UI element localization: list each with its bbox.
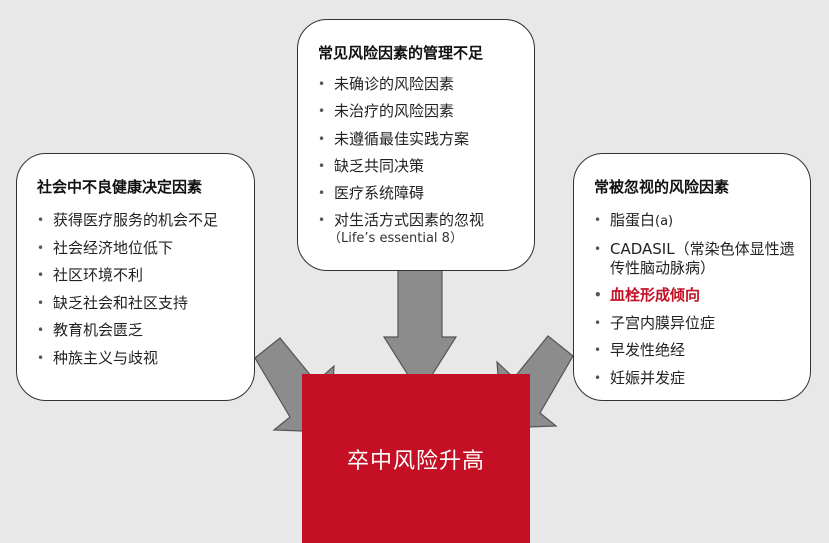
list-item: 妊娠并发症 <box>594 369 802 388</box>
list-item: 早发性绝经 <box>594 341 802 360</box>
list-item: 脂蛋白(a) <box>594 211 802 231</box>
list-item: CADASIL（常染色体显性遗传性脑动脉病） <box>594 240 802 278</box>
list-item: 未治疗的风险因素 <box>318 102 524 121</box>
risk-management-card: 常见风险因素的管理不足 未确诊的风险因素 未治疗的风险因素 未遵循最佳实践方案 … <box>297 19 535 271</box>
center-outcome-label: 卒中风险升高 <box>346 448 485 474</box>
risk-management-list: 未确诊的风险因素 未治疗的风险因素 未遵循最佳实践方案 缺乏共同决策 医疗系统障… <box>318 75 524 247</box>
list-item: 缺乏共同决策 <box>318 157 524 176</box>
list-item: 对生活方式因素的忽视 （Life’s essential 8） <box>318 211 524 247</box>
arrow-top-to-center <box>382 267 458 396</box>
social-determinants-title: 社会中不良健康决定因素 <box>37 178 203 196</box>
list-item-text: 对生活方式因素的忽视 <box>334 211 485 230</box>
list-item: 社区环境不利 <box>37 266 240 285</box>
social-determinants-card: 社会中不良健康决定因素 获得医疗服务的机会不足 社会经济地位低下 社区环境不利 … <box>16 153 255 401</box>
list-item: 未遵循最佳实践方案 <box>318 130 524 149</box>
overlooked-factors-card: 常被忽视的风险因素 脂蛋白(a) CADASIL（常染色体显性遗传性脑动脉病） … <box>573 153 811 401</box>
overlooked-factors-title: 常被忽视的风险因素 <box>594 178 730 196</box>
risk-management-title: 常见风险因素的管理不足 <box>318 44 484 62</box>
list-item: 子宫内膜异位症 <box>594 314 802 333</box>
list-item-highlighted: 血栓形成倾向 <box>594 286 802 305</box>
list-item: 获得医疗服务的机会不足 <box>37 211 240 230</box>
center-outcome-box: 卒中风险升高 <box>302 374 530 543</box>
list-item: 医疗系统障碍 <box>318 184 524 203</box>
social-determinants-list: 获得医疗服务的机会不足 社会经济地位低下 社区环境不利 缺乏社会和社区支持 教育… <box>37 211 240 368</box>
overlooked-factors-list: 脂蛋白(a) CADASIL（常染色体显性遗传性脑动脉病） 血栓形成倾向 子宫内… <box>594 211 802 388</box>
list-item: 种族主义与歧视 <box>37 349 240 368</box>
list-item: 未确诊的风险因素 <box>318 75 524 94</box>
list-item-text: 脂蛋白 <box>610 211 656 229</box>
list-item-note: （Life’s essential 8） <box>328 231 463 247</box>
list-item: 教育机会匮乏 <box>37 321 240 340</box>
list-item: 缺乏社会和社区支持 <box>37 294 240 313</box>
list-item-suffix: (a) <box>655 214 674 229</box>
list-item: 社会经济地位低下 <box>37 239 240 258</box>
